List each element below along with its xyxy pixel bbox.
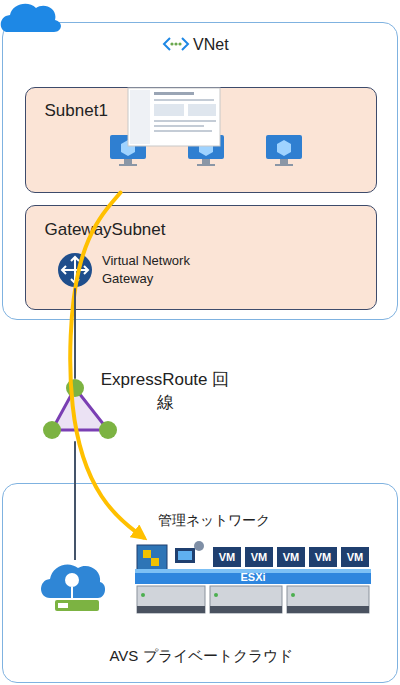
component-label: Virtual Network Gateway	[102, 252, 227, 288]
node-title: VNet	[193, 34, 313, 56]
network-component: ExpressRoute 回線	[40, 378, 230, 442]
node-title: AVS プライベートクラウド	[3, 646, 399, 666]
text-holder: GatewaySubnet	[45, 218, 295, 241]
vm-label: VM	[245, 550, 273, 564]
cloud-boundary: 管理ネットワーク AVS プライベートクラウド	[2, 483, 398, 683]
host-label: ESXi	[223, 570, 283, 584]
text-holder: AVS プライベートクラウド	[3, 646, 399, 666]
text-holder: VNet	[193, 34, 313, 56]
network-component: Virtual Network Gateway	[54, 251, 234, 289]
cloud-boundary: Subnet1Virtual Network Gateway GatewaySub…	[2, 22, 398, 320]
vm-label: VM	[213, 550, 241, 564]
node-title: 管理ネットワーク	[158, 511, 358, 530]
circuit-line	[74, 442, 76, 483]
text-holder: Virtual Network Gateway	[102, 252, 227, 288]
node-title: GatewaySubnet	[45, 218, 295, 241]
subnet-box: Virtual Network Gateway GatewaySubnet	[25, 205, 377, 310]
node-title: ExpressRoute 回線	[100, 368, 230, 414]
node-title: Subnet1	[45, 99, 245, 122]
text-holder: Subnet1	[45, 99, 245, 122]
text-holder: ExpressRoute 回線	[100, 368, 230, 414]
text-holder: 管理ネットワーク	[158, 511, 358, 530]
subnet-box: Subnet1	[25, 87, 377, 193]
vm-label: VM	[309, 550, 337, 564]
vm-label: VM	[277, 550, 305, 564]
vm-label: VM	[341, 550, 369, 564]
